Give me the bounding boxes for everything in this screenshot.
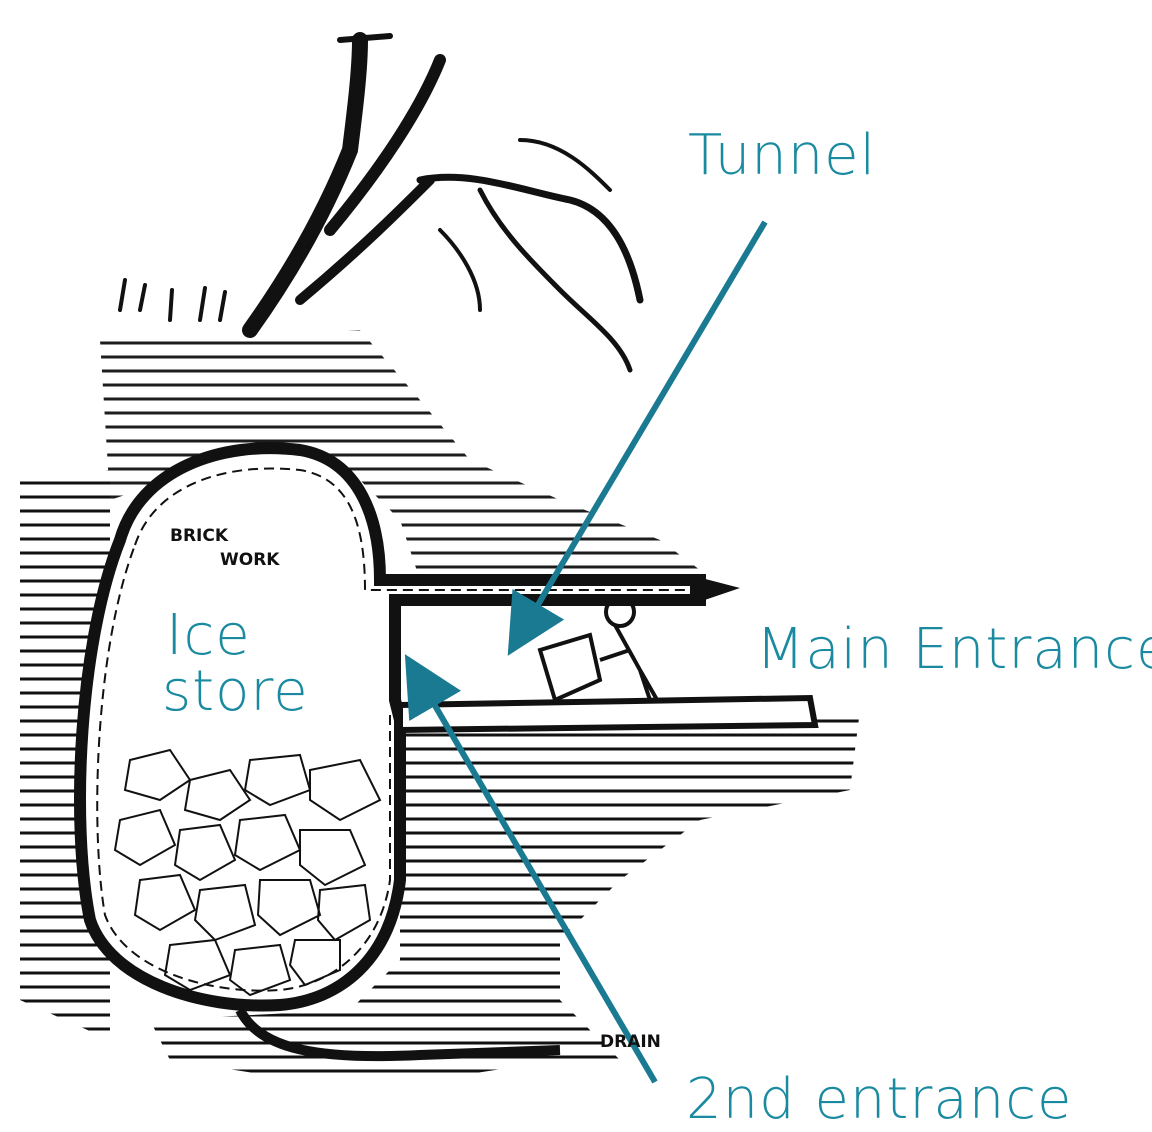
second-entrance-label: 2nd entrance [686,1072,1072,1128]
brickwork-label-line1: BRICK [170,528,228,545]
tunnel-label: Tunnel [688,128,876,184]
tree [120,36,640,370]
brickwork-label-line2: WORK [220,552,279,569]
ice-store-label-line2: store [162,664,309,720]
tunnel-arrow-tip [690,575,740,605]
ice-store-label-line1: Ice [166,608,251,664]
worker-figure [540,598,660,705]
main-entrance-label: Main Entrance [756,622,1152,678]
entrance-slab [400,698,815,730]
drain-label: DRAIN [600,1034,661,1051]
